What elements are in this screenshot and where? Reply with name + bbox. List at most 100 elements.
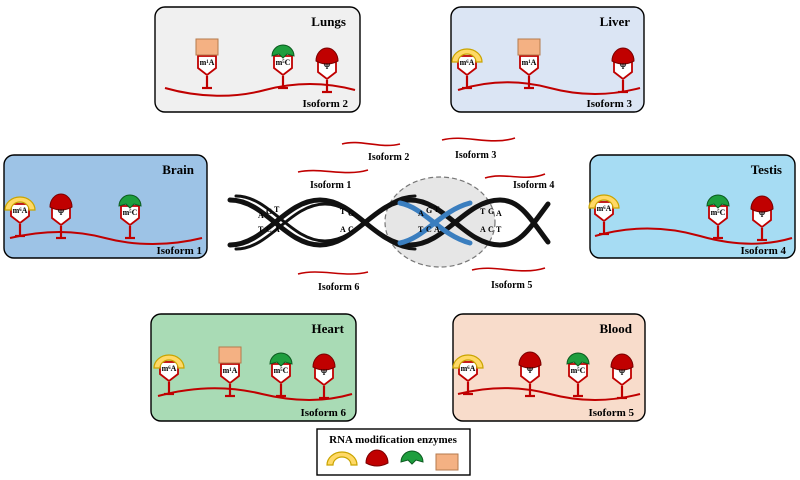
testis-m6a-site: m⁶A [588,194,620,236]
isoform-1-transcript [297,169,369,174]
blood-rna-strand [457,387,641,401]
panel-testis-isoform: Isoform 4 [740,245,786,257]
mod-label-psi: Ψ [321,368,328,377]
base-letter: A [258,211,264,220]
center-isoform-2-label: Isoform 2 [368,152,409,163]
panel-heart-isoform: Isoform 6 [300,407,346,419]
dna-strand-1b [234,194,417,243]
base-letter: C [266,225,272,234]
heart-m1a-site: m¹A [218,346,242,398]
panel-heart-title: Heart [312,321,345,336]
base-letter: T [258,225,264,234]
center-isoform-3-label: Isoform 3 [455,150,496,161]
testis-psi-site: Ψ [750,195,774,242]
mod-label-m1a: m¹A [522,58,537,67]
highlight-ellipse [384,176,496,268]
base-letter: T [480,207,486,216]
mod-label-m6a: m⁶A [460,58,475,67]
mod-label-m6a: m⁶A [162,364,177,373]
lungs-m1a-site: m¹A [195,38,219,90]
panel-liver-box [450,6,645,113]
isoform-2-transcript [341,141,401,147]
panel-blood-title: Blood [599,321,632,336]
mod-label-psi: Ψ [58,208,65,217]
base-letter: C [348,225,354,234]
mod-label-m5c: m⁵C [274,366,289,375]
panel-blood-isoform: Isoform 5 [588,407,634,419]
mod-label-m5c: m⁵C [571,366,586,375]
mod-label-psi: Ψ [620,62,627,71]
panel-brain-title: Brain [162,162,195,177]
panel-heart: Heart m⁶A m¹A m⁵C Ψ Isoform 6 [150,313,357,422]
blood-psi-site-1: Ψ [518,351,542,398]
blood-m6a-site: m⁶A [452,354,484,396]
center-isoform-5-label: Isoform 5 [491,280,532,291]
legend-title: RNA modification enzymes [329,434,457,446]
mod-label-m5c: m⁵C [123,208,138,217]
mod-label-m6a: m⁶A [13,206,28,215]
panel-testis-title: Testis [751,162,782,177]
base-letter: T [340,207,346,216]
base-letter: C [426,225,432,234]
mod-label-m1a: m¹A [223,366,238,375]
heart-psi-site: Ψ [312,353,336,400]
base-letter: A [496,209,502,218]
isoform-6-transcript [297,271,369,275]
panel-testis: Testis m⁶A m⁵C Ψ Isoform 4 [588,154,796,259]
panel-brain-isoform: Isoform 1 [156,245,202,257]
liver-m1a-site: m¹A [517,38,541,90]
center-isoform-1-label: Isoform 1 [310,180,351,191]
isoform-5-transcript [471,267,546,272]
mod-label-psi: Ψ [324,62,331,71]
panel-liver: Liver m⁶A m¹A Ψ Isoform 3 [450,6,645,113]
base-letter: T [434,205,440,214]
base-letter: A [418,209,424,218]
mod-label-m5c: m⁵C [276,58,291,67]
heart-m6a-site: m⁶A [153,354,185,396]
base-letter: G [488,207,494,216]
dna-blue-strand-2 [397,200,473,246]
center-isoform-6-label: Isoform 6 [318,282,359,293]
dna-bases: A G T T C A T G A C A G T T C A T G A A … [258,205,502,234]
lungs-m5c-site: m⁵C [271,44,295,90]
base-letter: A [340,225,346,234]
mod-label-m6a: m⁶A [461,364,476,373]
brain-rna-strand [9,231,203,245]
dna-strand-2 [227,197,551,248]
heart-m5c-site: m⁵C [269,352,293,398]
liver-psi-site: Ψ [611,47,635,94]
base-letter: T [418,225,424,234]
legend: RNA modification enzymes [316,428,471,476]
heart-rna-strand [157,387,353,401]
liver-rna-strand [457,81,641,95]
base-letter: T [496,225,502,234]
blood-psi-site-2: Ψ [610,353,634,400]
base-letter: A [434,225,440,234]
brain-psi-site: Ψ [49,193,73,240]
brain-m5c-site: m⁵C [118,194,142,240]
lungs-psi-site: Ψ [315,47,339,94]
base-letter: G [426,206,432,215]
base-letter: A [274,225,280,234]
mod-label-psi: Ψ [619,368,626,377]
center-isoform-4-label: Isoform 4 [513,180,554,191]
center-dna-region: A G T T C A T G A C A G T T C A T G A A … [227,137,554,293]
isoform-4-transcript [484,173,546,179]
mod-label-m1a: m¹A [200,58,215,67]
center-isoforms [297,137,546,275]
mod-label-psi: Ψ [527,366,534,375]
mod-label-m5c: m⁵C [711,208,726,217]
dna-strand-1 [227,197,551,248]
base-letter: G [266,207,272,216]
panel-lungs-title: Lungs [311,14,346,29]
panel-lungs-isoform: Isoform 2 [302,98,348,110]
panel-liver-title: Liver [600,14,631,29]
liver-m6a-site: m⁶A [451,48,483,90]
isoform-3-transcript [441,137,516,142]
legend-m1a-enzyme-icon [435,453,459,471]
panel-blood: Blood m⁶A Ψ m⁵C Ψ Isoform 5 [452,313,646,422]
base-letter: C [488,225,494,234]
panel-heart-box [150,313,357,422]
testis-m5c-site: m⁵C [706,194,730,240]
